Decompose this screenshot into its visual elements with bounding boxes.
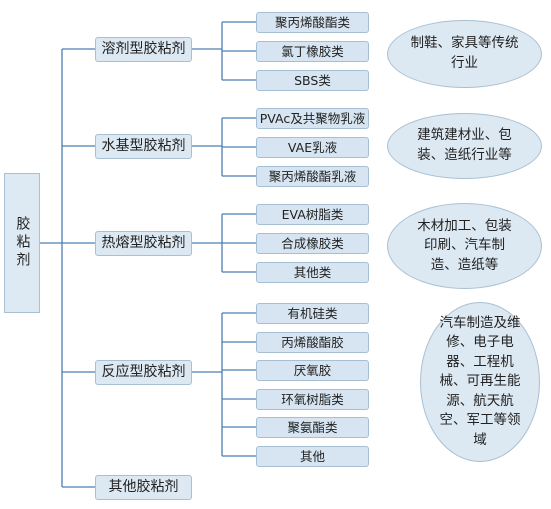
root-node: 胶粘剂 xyxy=(4,173,40,313)
category-water-based: 水基型胶粘剂 xyxy=(95,134,192,159)
application-text: 建筑建材业、包装、造纸行业等 xyxy=(417,127,512,163)
application-text: 木材加工、包装印刷、汽车制造、造纸等 xyxy=(417,217,512,273)
leaf-item: 有机硅类 xyxy=(256,303,369,324)
leaf-item: 聚丙烯酸酯类 xyxy=(256,12,369,33)
application-text: 制鞋、家具等传统行业 xyxy=(410,35,519,71)
application-ellipse-hot-melt: 木材加工、包装印刷、汽车制造、造纸等 xyxy=(387,203,542,289)
leaf-item: 其他 xyxy=(256,446,369,467)
category-reactive: 反应型胶粘剂 xyxy=(95,360,192,385)
category-label: 热熔型胶粘剂 xyxy=(101,235,186,252)
leaf-item: PVAc及共聚物乳液 xyxy=(256,108,369,129)
leaf-item: 聚丙烯酸酯乳液 xyxy=(256,166,369,187)
leaf-item: EVA树脂类 xyxy=(256,204,369,225)
category-solvent: 溶剂型胶粘剂 xyxy=(95,37,192,62)
leaf-item: 合成橡胶类 xyxy=(256,233,369,254)
leaf-item: 其他类 xyxy=(256,262,369,283)
category-label: 溶剂型胶粘剂 xyxy=(101,41,186,58)
category-label: 水基型胶粘剂 xyxy=(101,138,186,155)
leaf-item: 环氧树脂类 xyxy=(256,389,369,410)
category-other: 其他胶粘剂 xyxy=(95,475,192,500)
leaf-item: 厌氧胶 xyxy=(256,360,369,381)
application-ellipse-solvent: 制鞋、家具等传统行业 xyxy=(387,20,542,88)
category-label: 反应型胶粘剂 xyxy=(101,364,186,381)
application-text: 汽车制造及维修、电子电器、工程机械、可再生能源、航天航空、军工等领域 xyxy=(439,314,521,448)
leaf-item: VAE乳液 xyxy=(256,137,369,158)
leaf-item: 丙烯酸酯胶 xyxy=(256,332,369,353)
application-ellipse-reactive: 汽车制造及维修、电子电器、工程机械、可再生能源、航天航空、军工等领域 xyxy=(420,302,540,462)
category-hot-melt: 热熔型胶粘剂 xyxy=(95,231,192,256)
category-label: 其他胶粘剂 xyxy=(108,479,179,496)
root-label: 胶粘剂 xyxy=(14,216,31,270)
application-ellipse-water-based: 建筑建材业、包装、造纸行业等 xyxy=(387,113,542,179)
leaf-item: 氯丁橡胶类 xyxy=(256,41,369,62)
leaf-item: 聚氨酯类 xyxy=(256,417,369,438)
leaf-item: SBS类 xyxy=(256,70,369,91)
